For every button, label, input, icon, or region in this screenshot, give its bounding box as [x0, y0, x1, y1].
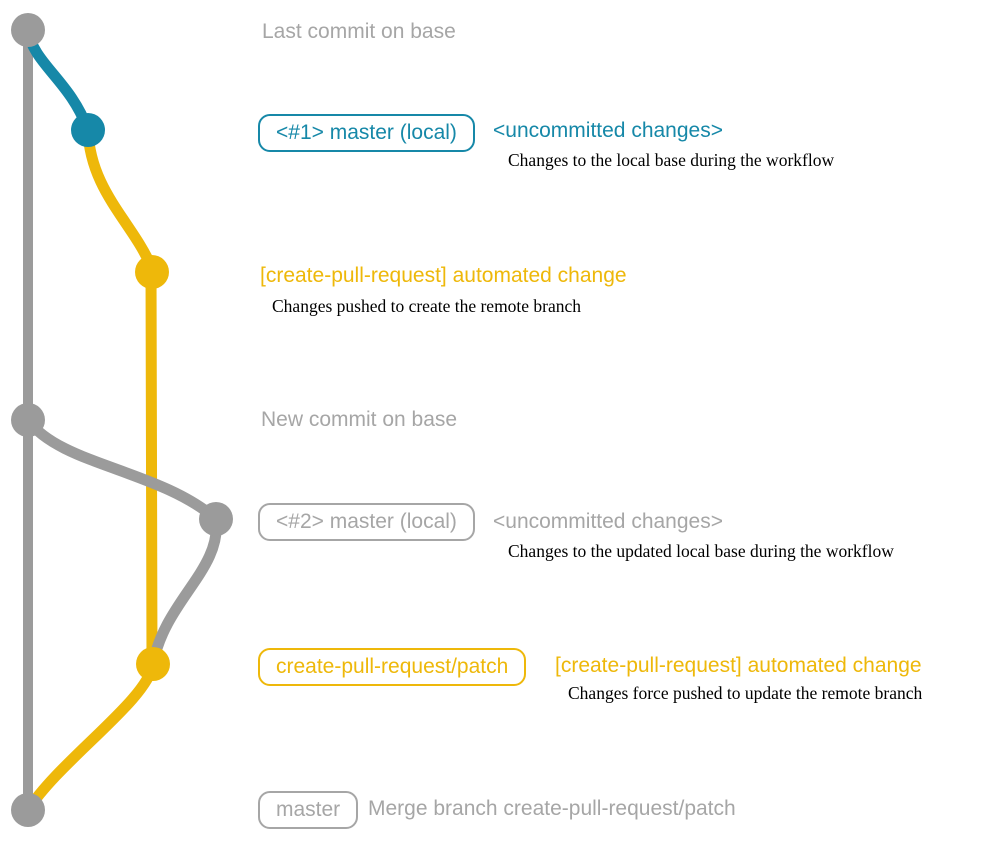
automated-change-1-label: [create-pull-request] automated change	[260, 264, 627, 287]
local-master-1-edge	[22, 24, 94, 136]
commit-node-last-commit-on-base	[11, 13, 45, 47]
last-commit-on-base-label: Last commit on base	[262, 20, 456, 43]
new-commit-on-base-label: New commit on base	[261, 408, 458, 431]
commit-node-automated-change-2	[136, 647, 170, 681]
branch-badge-create-pull-request-patch-label: create-pull-request/patch	[276, 655, 509, 678]
branch-badge-create-pull-request-patch: create-pull-request/patch	[258, 648, 527, 686]
uncommitted-changes-1-label: <uncommitted changes>	[493, 119, 723, 142]
branch-badge-master-local-1: <#1> master (local)	[258, 114, 475, 152]
commit-node-automated-change-1	[135, 255, 169, 289]
commit-node-merge-commit	[11, 793, 45, 827]
branch-badge-master-local-2-label: <#2> master (local)	[276, 510, 457, 533]
uncommitted-changes-2-label: <uncommitted changes>	[493, 510, 723, 533]
branch-badge-master-local-1-label: <#1> master (local)	[276, 121, 457, 144]
commit-node-local-master-1	[71, 113, 105, 147]
automated-change-1-description: Changes pushed to create the remote bran…	[272, 296, 582, 316]
uncommitted-changes-2-description: Changes to the updated local base during…	[508, 541, 894, 561]
uncommitted-changes-1-description: Changes to the local base during the wor…	[508, 150, 835, 170]
local-master-2-edge	[22, 414, 222, 525]
branch-badge-master: master	[258, 791, 359, 829]
automated-change-2-label: [create-pull-request] automated change	[555, 654, 922, 677]
local-master-2-reset-edge	[147, 513, 222, 670]
merge-into-base-edge	[22, 658, 159, 816]
commit-node-new-commit-on-base	[11, 403, 45, 437]
patch-branch-line	[82, 124, 158, 670]
merge-commit-label: Merge branch create-pull-request/patch	[368, 797, 736, 820]
automated-change-2-description: Changes force pushed to update the remot…	[568, 683, 923, 703]
branch-badge-master-local-2: <#2> master (local)	[258, 503, 475, 541]
branch-badge-master-label: master	[276, 798, 341, 821]
commit-node-local-master-2	[199, 502, 233, 536]
